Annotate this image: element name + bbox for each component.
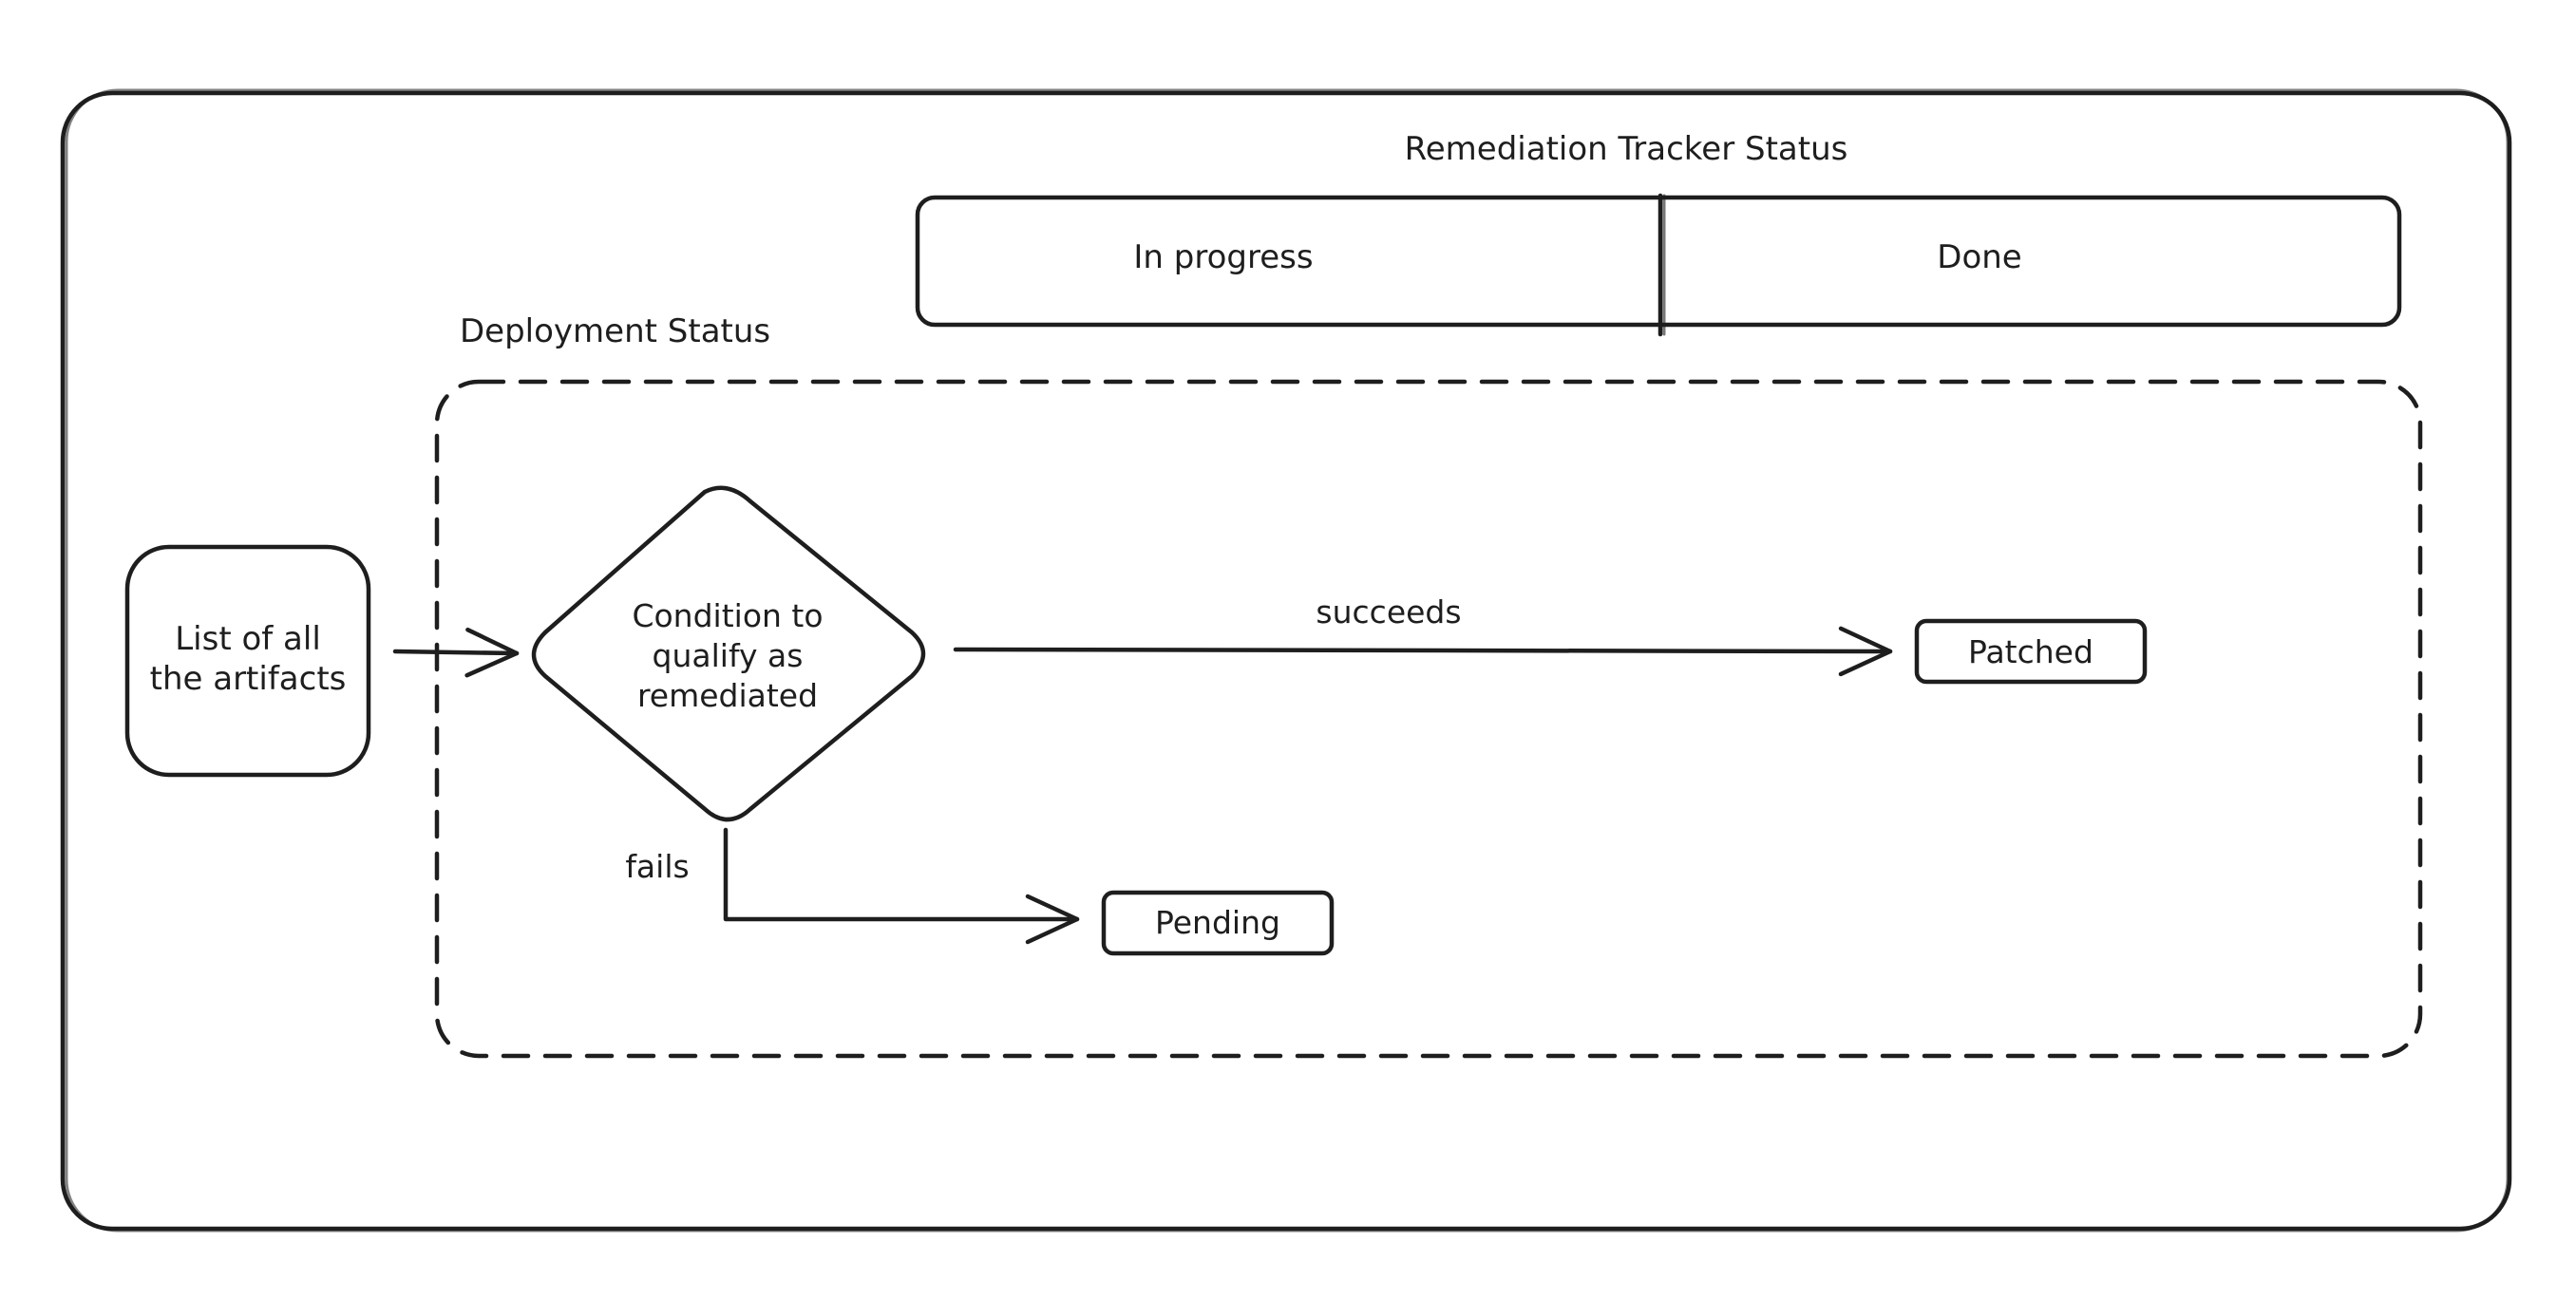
edge-label-fails: fails (625, 848, 689, 885)
patched-node (1914, 618, 2148, 685)
condition-label-line-1: Condition to (632, 597, 823, 634)
tracker-title: Remediation Tracker Status (1405, 130, 1848, 168)
edge-label-succeeds: succeeds (1316, 593, 1461, 631)
pending-node (1101, 890, 1335, 956)
artifacts-label-line-1: List of all (175, 620, 321, 658)
tracker-done: Done (1937, 238, 2021, 276)
outer-frame (60, 88, 2512, 1233)
arrow-fails (723, 827, 1080, 945)
tracker-in-progress: In progress (1133, 238, 1313, 276)
arrow-succeeds (953, 626, 1893, 677)
condition-label-line-2: qualify as (653, 637, 804, 674)
deployment-boundary (434, 379, 2423, 1059)
patched-label: Patched (1968, 633, 2093, 670)
artifacts-node (124, 544, 371, 778)
deployment-title: Deployment Status (460, 312, 770, 350)
arrow-artifacts-to-condition (392, 627, 520, 678)
condition-label-line-3: remediated (637, 677, 818, 714)
pending-label: Pending (1155, 904, 1280, 941)
artifacts-label-line-2: the artifacts (150, 660, 347, 698)
condition-node (531, 485, 926, 822)
tracker-status-bar (915, 193, 2402, 337)
